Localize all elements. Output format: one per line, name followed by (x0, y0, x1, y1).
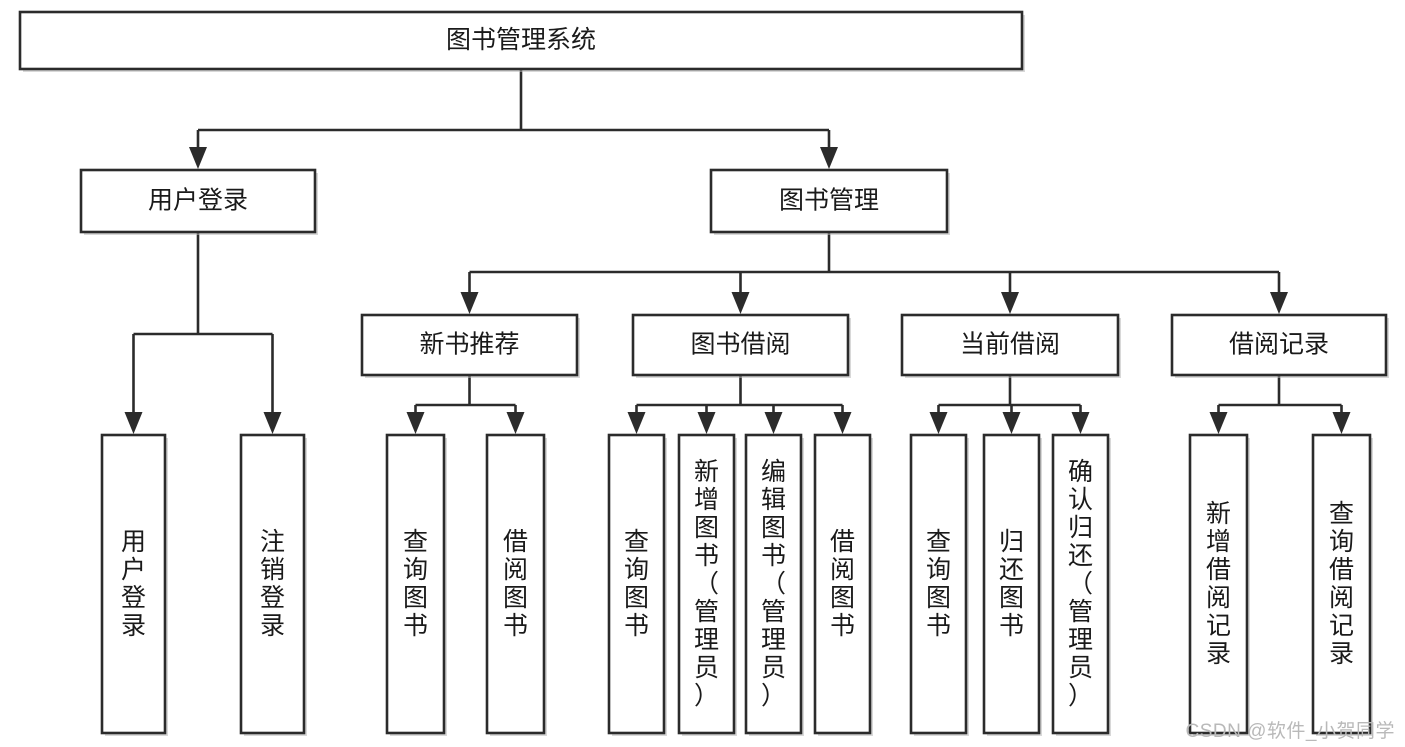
node-box[interactable] (709, 168, 949, 234)
node-box[interactable] (385, 433, 446, 735)
node-leaf8[interactable]: 借阅图书 (813, 433, 873, 736)
node-label: 新增图书（管理员） (694, 458, 719, 710)
node-newbook[interactable]: 新书推荐 (360, 313, 580, 378)
node-leaf12[interactable]: 新增借阅记录 (1188, 433, 1250, 736)
node-leaf6[interactable]: 新增图书（管理员） (677, 433, 737, 736)
node-label: 注销登录 (260, 528, 285, 640)
arrow-head-current (1001, 292, 1019, 314)
arrow-head-leaf4 (506, 412, 525, 434)
node-label: 借阅图书 (503, 528, 528, 640)
connector-group-current (929, 375, 1090, 434)
connector-group-root (189, 69, 838, 169)
arrow-head-leaf13 (1332, 412, 1351, 434)
node-leaf13[interactable]: 查询借阅记录 (1311, 433, 1373, 736)
node-label: 用户登录 (121, 528, 146, 640)
connector-group-records (1209, 375, 1351, 434)
node-box[interactable] (813, 433, 872, 735)
node-label: 编辑图书（管理员） (761, 458, 786, 710)
arrow-head-login (189, 147, 207, 169)
arrow-head-leaf7 (764, 412, 783, 434)
node-box[interactable] (744, 433, 803, 735)
node-leaf1[interactable]: 用户登录 (100, 433, 168, 736)
node-label: 查询图书 (624, 528, 649, 640)
node-box[interactable] (900, 313, 1120, 377)
node-leaf10[interactable]: 归还图书 (982, 433, 1042, 736)
node-box[interactable] (909, 433, 968, 735)
arrow-head-leaf11 (1071, 412, 1090, 434)
node-box[interactable] (18, 10, 1024, 71)
node-label: 图书管理 (779, 187, 879, 215)
arrow-head-records (1270, 292, 1288, 314)
node-label: 用户登录 (148, 187, 248, 215)
arrow-head-leaf2 (263, 412, 282, 434)
node-label: 查询借阅记录 (1329, 500, 1354, 668)
node-box[interactable] (1051, 433, 1110, 735)
node-box[interactable] (485, 433, 546, 735)
node-root[interactable]: 图书管理系统 (18, 10, 1025, 72)
arrow-head-leaf6 (697, 412, 716, 434)
node-box[interactable] (79, 168, 317, 234)
node-label: 图书管理系统 (446, 26, 596, 54)
node-login[interactable]: 用户登录 (79, 168, 318, 235)
arrow-head-leaf5 (627, 412, 646, 434)
connector-layer (124, 69, 1351, 434)
node-box[interactable] (239, 433, 306, 735)
arrow-head-leaf1 (124, 412, 143, 434)
node-label: 查询图书 (926, 528, 951, 640)
arrow-head-leaf8 (833, 412, 852, 434)
node-label: 借阅图书 (830, 528, 855, 640)
connector-group-login (124, 232, 282, 434)
node-box[interactable] (982, 433, 1041, 735)
arrow-head-bookmgmt (820, 147, 838, 169)
node-layer: 图书管理系统用户登录图书管理新书推荐图书借阅当前借阅借阅记录用户登录注销登录查询… (18, 10, 1389, 736)
node-label: 图书借阅 (690, 331, 790, 359)
arrow-head-borrow (731, 292, 750, 314)
node-box[interactable] (607, 433, 666, 735)
node-leaf11[interactable]: 确认归还（管理员） (1051, 433, 1111, 736)
arrow-head-leaf12 (1209, 412, 1228, 434)
node-box[interactable] (1311, 433, 1372, 735)
node-leaf3[interactable]: 查询图书 (385, 433, 447, 736)
node-box[interactable] (677, 433, 736, 735)
node-label: 借阅记录 (1229, 331, 1329, 359)
arrow-head-leaf3 (406, 412, 425, 434)
arrow-head-newbook (460, 292, 479, 314)
node-label: 当前借阅 (960, 331, 1060, 359)
node-borrow[interactable]: 图书借阅 (631, 313, 851, 378)
node-label: 查询图书 (403, 528, 428, 640)
node-leaf9[interactable]: 查询图书 (909, 433, 969, 736)
node-label: 确认归还（管理员） (1068, 458, 1093, 710)
node-box[interactable] (100, 433, 167, 735)
node-leaf5[interactable]: 查询图书 (607, 433, 667, 736)
node-leaf2[interactable]: 注销登录 (239, 433, 307, 736)
node-box[interactable] (631, 313, 850, 377)
node-label: 归还图书 (999, 528, 1024, 640)
node-bookmgmt[interactable]: 图书管理 (709, 168, 950, 235)
arrow-head-leaf10 (1002, 412, 1021, 434)
node-current[interactable]: 当前借阅 (900, 313, 1121, 378)
connector-group-bookmgmt (460, 232, 1288, 314)
node-box[interactable] (1170, 313, 1388, 377)
arrow-head-leaf9 (929, 412, 948, 434)
node-box[interactable] (360, 313, 579, 377)
node-leaf7[interactable]: 编辑图书（管理员） (744, 433, 804, 736)
connector-group-borrow (627, 375, 852, 434)
node-records[interactable]: 借阅记录 (1170, 313, 1389, 378)
node-label: 新增借阅记录 (1206, 500, 1231, 668)
node-box[interactable] (1188, 433, 1249, 735)
node-leaf4[interactable]: 借阅图书 (485, 433, 547, 736)
node-label: 新书推荐 (419, 331, 519, 359)
connector-group-newbook (406, 375, 525, 434)
